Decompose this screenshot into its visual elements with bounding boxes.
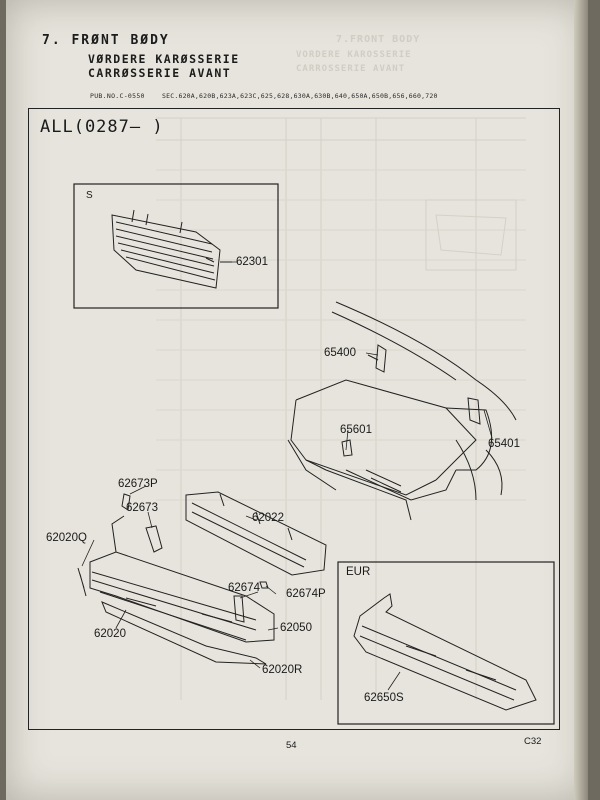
page-number: 54: [286, 740, 297, 751]
part-number-62020R: 62020R: [262, 664, 303, 676]
part-number-62650S: 62650S: [364, 692, 404, 704]
inset-box-eur: [337, 561, 555, 725]
part-number-62020Q: 62020Q: [46, 532, 87, 544]
model-code: C32: [524, 736, 542, 747]
bumper-eur-drawing: [353, 593, 537, 711]
hood-hinge-drawing: [367, 344, 481, 425]
inset-box-s: [73, 183, 279, 309]
part-number-62673: 62673: [126, 502, 158, 514]
hood-drawing: [287, 301, 517, 521]
part-number-65400: 65400: [324, 347, 356, 359]
bumper-reinforcement-drawing: [185, 491, 327, 576]
leader-lines: [81, 352, 493, 691]
page-edge: [574, 0, 588, 800]
part-number-62022: 62022: [252, 512, 284, 524]
section-title-german: VØRDERE KARØSSERIE: [88, 52, 240, 66]
section-list: SEC.620A,620B,623A,623C,625,628,630A,630…: [162, 92, 438, 100]
diagram-frame: [28, 108, 560, 730]
part-number-65601: 65601: [340, 424, 372, 436]
bumper-drawing: [77, 515, 275, 643]
part-number-62050: 62050: [280, 622, 312, 634]
exploded-parts-diagram: [73, 117, 555, 725]
part-number-62674: 62674: [228, 582, 260, 594]
publication-number: PUB.NO.C-0550: [90, 92, 145, 100]
inset-label-eur: EUR: [346, 566, 371, 578]
catalog-page: 7.FRONT BODY VORDERE KAROSSERIE CARROSSE…: [6, 0, 588, 800]
part-number-62674P: 62674P: [286, 588, 326, 600]
bleed-through-text: VORDERE KAROSSERIE: [296, 50, 412, 60]
part-number-62301: 62301: [236, 256, 268, 268]
grille-drawing: [111, 209, 232, 289]
lower-lip-drawing: [101, 601, 267, 665]
bleed-through-table: [156, 117, 526, 700]
part-number-65401: 65401: [488, 438, 520, 450]
section-title: 7. FRØNT BØDY: [42, 33, 170, 48]
inset-label-s: S: [86, 190, 93, 201]
part-number-62020: 62020: [94, 628, 126, 640]
bleed-through-text: 7.FRONT BODY: [336, 34, 421, 45]
bleed-through-text: CARROSSERIE AVANT: [296, 64, 406, 74]
applicability-code: ALL(0287— ): [40, 117, 164, 137]
section-title-french: CARRØSSERIE AVANT: [88, 66, 232, 80]
part-number-62673P: 62673P: [118, 478, 158, 490]
